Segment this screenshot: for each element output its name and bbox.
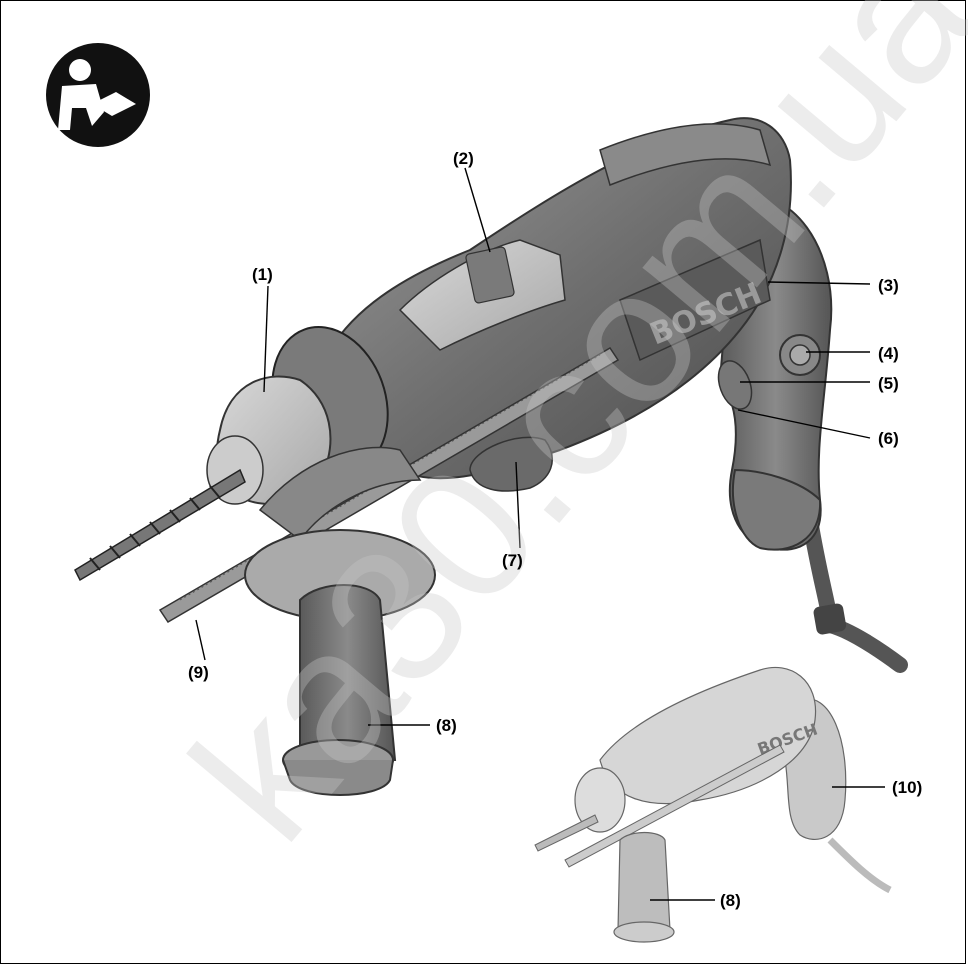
label-2: (2) xyxy=(453,149,474,168)
label-8: (8) xyxy=(436,716,457,735)
small-drill: BOSCH xyxy=(534,666,892,943)
label-9: (9) xyxy=(188,663,209,682)
leader-lines xyxy=(195,167,885,901)
label-8-small: (8) xyxy=(720,891,741,910)
label-7: (7) xyxy=(502,551,523,570)
main-drill: BOSCH xyxy=(74,117,908,796)
read-manual-icon xyxy=(46,43,150,147)
label-10: (10) xyxy=(892,778,923,797)
label-4: (4) xyxy=(878,344,899,363)
label-5: (5) xyxy=(878,374,899,393)
label-3: (3) xyxy=(878,276,899,295)
label-1: (1) xyxy=(252,265,273,284)
label-6: (6) xyxy=(878,429,899,448)
